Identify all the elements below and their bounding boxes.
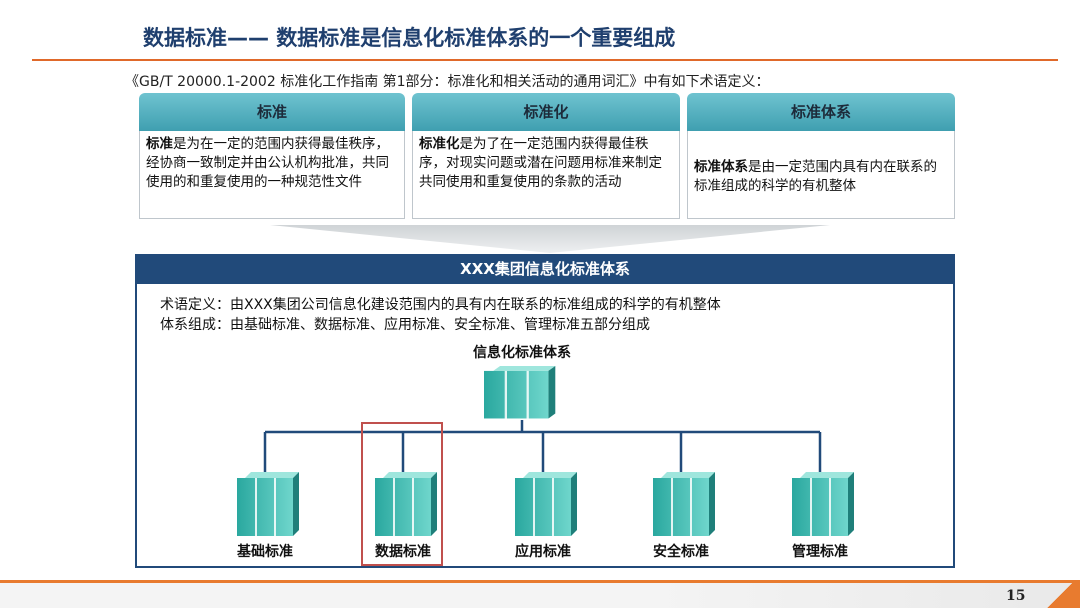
card-standardization-term: 标准化 — [419, 136, 460, 152]
leaf-label-management: 管理标准 — [792, 544, 848, 560]
leaf-label-data: 数据标准 — [375, 544, 431, 560]
card-standardization-body: 标准化是为了在一定范围内获得最佳秩序，对现实问题或潜在问题用标准来制定共同使用和… — [412, 131, 680, 219]
root-node-label: 信息化标准体系 — [473, 345, 571, 361]
footer-bar — [0, 583, 1080, 608]
system-composition: 体系组成：由基础标准、数据标准、应用标准、安全标准、管理标准五部分组成 — [160, 317, 650, 333]
page-number: 15 — [1006, 588, 1026, 604]
card-standard-system-body: 标准体系是由一定范围内具有内在联系的标准组成的科学的有机整体 — [687, 131, 955, 219]
system-definition: 术语定义：由XXX集团公司信息化建设范围内的具有内在联系的标准组成的科学的有机整… — [160, 297, 721, 313]
down-chevron-icon — [270, 225, 830, 253]
page-title: 数据标准—— 数据标准是信息化标准体系的一个重要组成 — [143, 26, 676, 50]
card-standard-system-text: 是由一定范围内具有内在联系的标准组成的科学的有机整体 — [694, 158, 937, 194]
leaf-label-application: 应用标准 — [515, 544, 571, 560]
card-standardization-header: 标准化 — [412, 93, 680, 131]
footer-accent — [1040, 583, 1080, 608]
highlight-box-data-standard — [361, 422, 443, 566]
title-divider — [32, 59, 1058, 61]
system-header: XXX集团信息化标准体系 — [135, 254, 955, 284]
card-standard: 标准 标准是为在一定的范围内获得最佳秩序，经协商一致制定并由公认机构批准，共同使… — [139, 93, 405, 221]
card-standard-system-header: 标准体系 — [687, 93, 955, 131]
card-standard-header: 标准 — [139, 93, 405, 131]
footer-rule — [0, 580, 1080, 583]
card-standard-body: 标准是为在一定的范围内获得最佳秩序，经协商一致制定并由公认机构批准，共同使用的和… — [139, 131, 405, 219]
card-standard-term: 标准 — [146, 136, 173, 152]
source-note: 《GB/T 20000.1-2002 标准化工作指南 第1部分：标准化和相关活动… — [125, 74, 770, 90]
card-standard-system-term: 标准体系 — [694, 158, 748, 175]
card-standard-system: 标准体系 标准体系是由一定范围内具有内在联系的标准组成的科学的有机整体 — [687, 93, 955, 221]
leaf-label-basic: 基础标准 — [237, 544, 293, 560]
leaf-label-security: 安全标准 — [653, 544, 709, 560]
card-standardization: 标准化 标准化是为了在一定范围内获得最佳秩序，对现实问题或潜在问题用标准来制定共… — [412, 93, 680, 221]
card-standard-text: 是为在一定的范围内获得最佳秩序，经协商一致制定并由公认机构批准，共同使用的和重复… — [146, 136, 389, 190]
card-standardization-text: 是为了在一定范围内获得最佳秩序，对现实问题或潜在问题用标准来制定共同使用和重复使… — [419, 136, 662, 190]
